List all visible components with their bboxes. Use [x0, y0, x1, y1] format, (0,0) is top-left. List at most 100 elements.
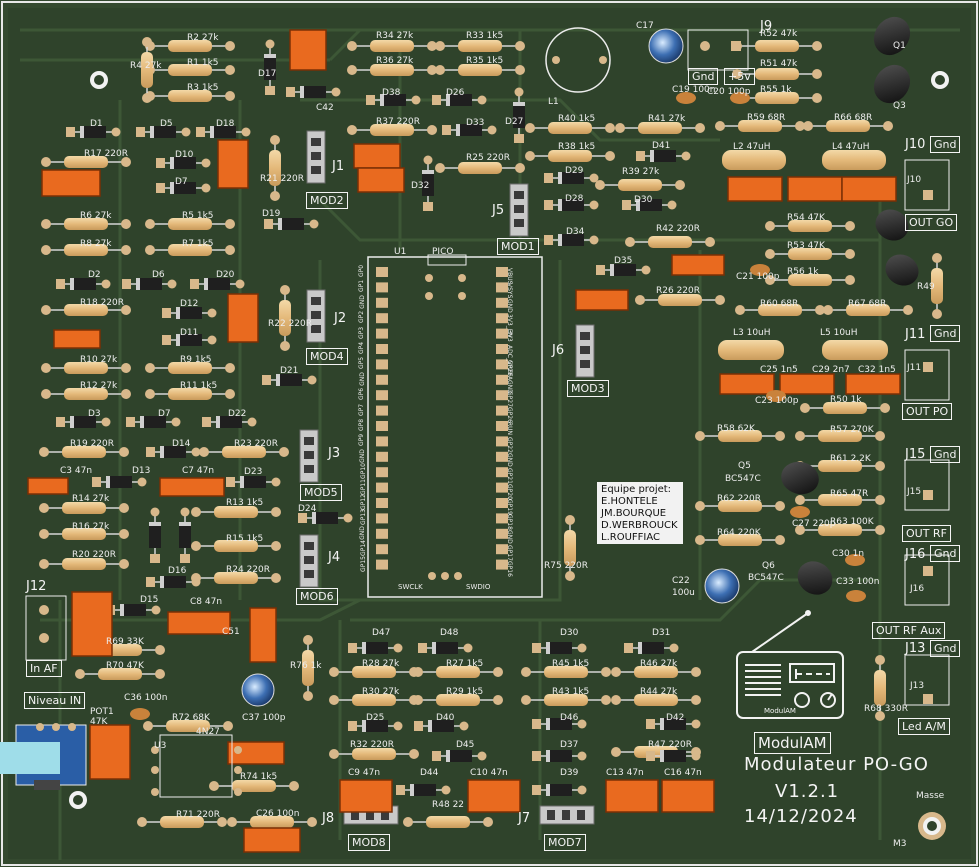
- component-ref-label: R45 1k5: [552, 659, 590, 669]
- component-ref-label: D30: [634, 195, 653, 205]
- resistor: [143, 720, 233, 732]
- team-member: D.WERBROUCK: [601, 520, 678, 531]
- component-ref-label: D11: [180, 328, 199, 338]
- resistor: [795, 494, 885, 506]
- pico-pin-label: GND: [506, 452, 513, 467]
- pico-pin-label: 3V3: [506, 329, 513, 342]
- component-ref-label: R63 100K: [830, 517, 874, 527]
- resistor: [803, 120, 893, 132]
- resistors: [39, 37, 943, 828]
- j3-label: J3: [328, 446, 341, 461]
- resistor: [732, 40, 822, 52]
- ceramic-capacitor: [676, 92, 696, 104]
- component-ref-label: R23 220R: [234, 439, 278, 449]
- diode: [532, 718, 587, 730]
- resistor: [413, 666, 503, 678]
- component-ref-label: D23: [244, 467, 263, 477]
- component-ref-label: R44 27k: [640, 687, 678, 697]
- j15-label: J15: [905, 447, 926, 462]
- component-ref-label: D37: [560, 740, 579, 750]
- component-ref-label: Q5: [738, 461, 751, 471]
- resistor: [403, 816, 493, 828]
- component-ref-label: R61 2.2K: [830, 454, 871, 464]
- component-ref-label: R30 27k: [362, 687, 400, 697]
- component-ref-label: BC547C: [748, 573, 784, 583]
- component-ref-label: D32: [411, 181, 430, 191]
- pico-pin-label: GP15: [359, 555, 367, 572]
- component-ref-label: C33 100n: [836, 577, 880, 587]
- diode: [92, 476, 147, 488]
- component-ref-label: D30: [560, 628, 579, 638]
- component-ref-label: D31: [652, 628, 671, 638]
- resistor: [765, 248, 855, 260]
- component-ref-label: C32 1n5: [858, 365, 896, 375]
- pico-pin-label: GP16: [506, 560, 513, 577]
- ceramic-capacitor: [750, 264, 770, 276]
- component-ref-label: R42 220R: [656, 224, 700, 234]
- mod2-label: MOD2: [306, 192, 348, 209]
- component-ref-label: R62 220R: [717, 494, 761, 504]
- pico-pin-label: GP26: [506, 406, 513, 423]
- diode: [622, 199, 677, 211]
- component-ref-label: Q3: [893, 101, 906, 111]
- pico-pin-label: GP13: [359, 509, 367, 526]
- pico-swclk-label: SWCLK: [398, 583, 423, 591]
- component-ref-label: R33 1k5: [466, 31, 504, 41]
- resistor: [191, 540, 281, 552]
- resistor: [41, 244, 131, 256]
- pico-pad: [496, 282, 508, 293]
- component-ref-label: D10: [175, 150, 194, 160]
- component-ref-label: R53 47K: [787, 241, 825, 251]
- resistor: [435, 40, 525, 52]
- diode: [432, 94, 487, 106]
- component-ref-label: R66 68R: [834, 113, 873, 123]
- pico-pad: [376, 544, 388, 555]
- component-ref-label: R51 47k: [760, 59, 798, 69]
- pico-pad: [376, 513, 388, 524]
- component-ref-label: R20 220R: [72, 550, 116, 560]
- pico-pad: [376, 374, 388, 385]
- resistor: [611, 666, 701, 678]
- mod1-label: MOD1: [497, 238, 539, 255]
- out-go-label: OUT GO: [905, 214, 958, 231]
- j1-label: J1: [332, 159, 345, 174]
- brand-label: ModulAM: [754, 732, 831, 754]
- component-ref-label: R52 47k: [760, 29, 798, 39]
- component-ref-label: R70 47K: [106, 661, 144, 671]
- pico-pin-label: GP28: [506, 360, 513, 377]
- pico-pad: [376, 359, 388, 370]
- pot1-label: POT1: [90, 707, 114, 717]
- diode: [544, 234, 599, 246]
- pico-pin-label: GND: [506, 529, 513, 544]
- pico-pin-label: GND: [358, 371, 366, 386]
- component-ref-label: D20: [216, 270, 235, 280]
- component-ref-label: C19 100n: [672, 85, 716, 95]
- component-ref-label: D13: [132, 466, 151, 476]
- component-ref-label: R71 220R: [176, 810, 220, 820]
- component-ref-label: D26: [446, 88, 465, 98]
- j13-gnd-label: Gnd: [930, 640, 961, 657]
- niveau-in-label: Niveau IN: [24, 692, 86, 709]
- diode: [196, 126, 251, 138]
- mod7-label: MOD7: [544, 834, 586, 851]
- copper-traces: [20, 28, 960, 860]
- resistor: [413, 694, 503, 706]
- component-ref-label: C23 100p: [755, 396, 799, 406]
- pico-pad: [496, 482, 508, 493]
- pico-pin-label: GP18: [506, 514, 513, 531]
- pico-pin-label: GP20: [506, 483, 513, 500]
- pico-pad: [496, 421, 508, 431]
- resistor: [347, 64, 437, 76]
- resistor: [521, 694, 611, 706]
- pico-pin-label: GP1: [358, 280, 366, 293]
- pico-pad: [496, 544, 508, 555]
- j11-small-label: J11: [907, 363, 922, 373]
- j8-label: J8: [322, 811, 335, 826]
- component-ref-label: R67 68R: [848, 299, 887, 309]
- pico-pad: [376, 482, 388, 493]
- diode: [126, 416, 181, 428]
- diode: [56, 278, 111, 290]
- diode: [262, 374, 317, 386]
- film-capacitor: [727, 176, 783, 202]
- film-capacitor: [779, 373, 835, 395]
